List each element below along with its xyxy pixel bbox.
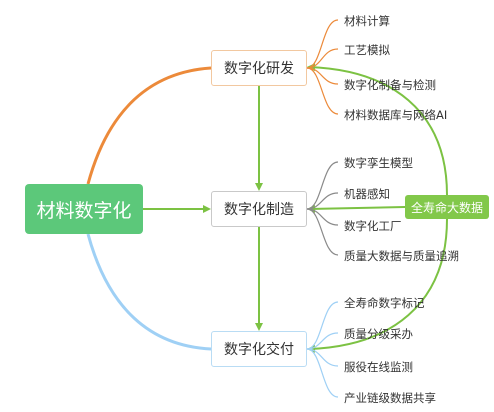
leaf-rd-1: 材料计算 xyxy=(344,14,390,28)
brace-mfg-4 xyxy=(306,208,339,256)
leaf-rd-3: 数字化制备与检测 xyxy=(344,78,436,92)
brace-mfg-2 xyxy=(306,192,339,210)
connector-root-to-dlv xyxy=(86,233,212,351)
leaf-dlv-3: 服役在线监测 xyxy=(344,360,413,374)
leaf-mfg-2: 机器感知 xyxy=(344,187,390,201)
lifecycle-loop-arrow-down xyxy=(307,218,448,353)
leaf-dlv-4: 产业链级数据共享 xyxy=(344,391,436,405)
brace-dlv-2 xyxy=(306,332,339,350)
leaf-dlv-1: 全寿命数字标记 xyxy=(344,296,425,310)
connector-root-to-rd xyxy=(86,66,212,185)
brace-rd-2 xyxy=(306,48,339,69)
leaf-mfg-3: 数字化工厂 xyxy=(344,219,402,233)
brace-rd-4 xyxy=(306,67,339,115)
root-node: 材料数字化 xyxy=(25,184,143,234)
stage-node-mfg: 数字化制造 xyxy=(211,191,307,227)
lifecycle-loop-arrow-up xyxy=(307,63,448,196)
leaf-rd-2: 工艺模拟 xyxy=(344,43,390,57)
brace-rd-1 xyxy=(306,19,339,69)
leaf-dlv-2: 质量分级采办 xyxy=(344,327,413,341)
brace-dlv-1 xyxy=(306,301,339,350)
brace-mfg-1 xyxy=(306,161,339,210)
leaf-rd-4: 材料数据库与网络AI xyxy=(344,108,448,122)
stage-node-dlv: 数字化交付 xyxy=(211,331,307,367)
leaf-mfg-4: 质量大数据与质量追溯 xyxy=(344,249,459,263)
brace-dlv-4 xyxy=(306,348,339,398)
leaf-mfg-1: 数字孪生模型 xyxy=(344,156,413,170)
stage-node-rd: 数字化研发 xyxy=(211,50,307,86)
lifecycle-data-badge: 全寿命大数据 xyxy=(405,195,489,219)
lifecycle-loop-arrow-left xyxy=(307,204,406,213)
